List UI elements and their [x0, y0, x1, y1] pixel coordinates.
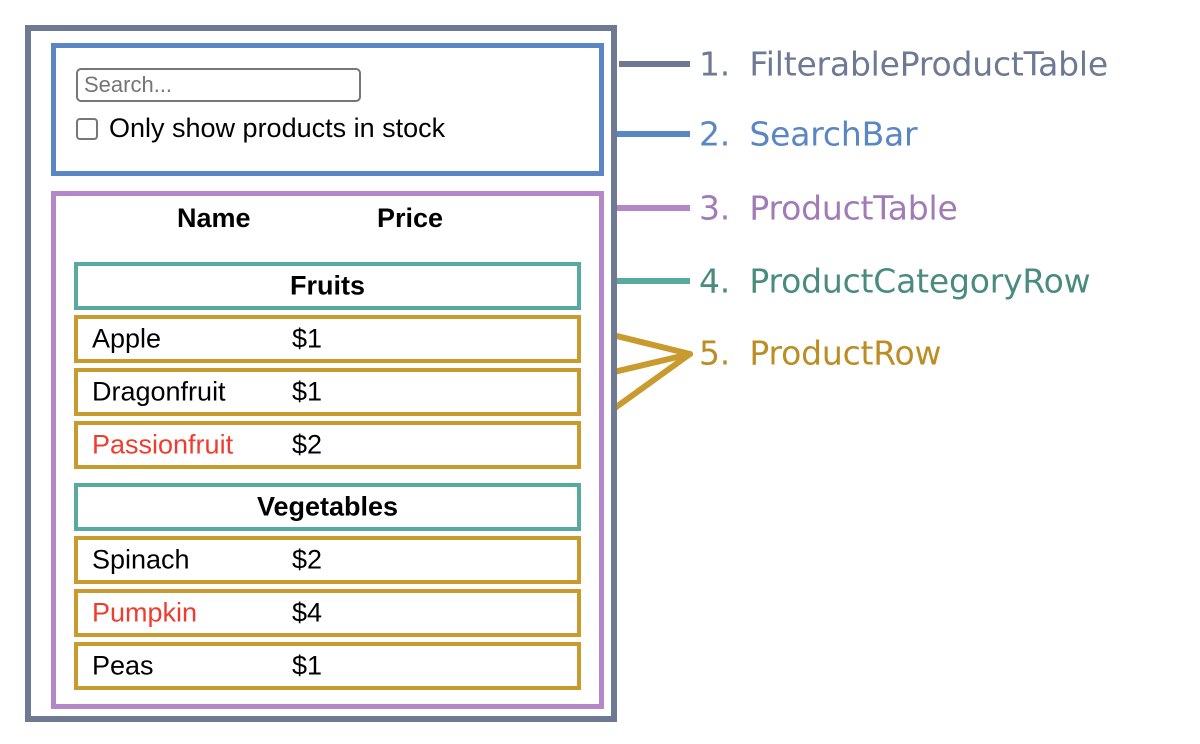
product-price: $4	[292, 597, 323, 628]
legend-index: 3.	[699, 188, 731, 228]
filterable-product-table: Only show products in stock Name Price F…	[25, 25, 617, 722]
product-row: Apple $1	[74, 315, 581, 363]
legend-index: 2.	[699, 114, 731, 154]
search-bar: Only show products in stock	[51, 43, 604, 176]
legend-item-search-bar: 2. SearchBar	[699, 114, 918, 154]
legend-index: 5.	[699, 333, 731, 373]
product-price: $2	[292, 544, 323, 575]
product-table: Name Price Fruits Apple $1 Dragonfruit $…	[51, 191, 604, 709]
legend-item-filterable-product-table: 1. FilterableProductTable	[699, 45, 1108, 84]
product-name: Spinach	[92, 544, 190, 575]
product-price: $1	[292, 650, 323, 681]
product-price: $1	[292, 376, 323, 407]
legend-name: ProductCategoryRow	[749, 261, 1091, 301]
product-name: Apple	[92, 323, 162, 354]
legend-item-product-row: 5. ProductRow	[699, 333, 942, 373]
category-label: Fruits	[289, 270, 365, 301]
legend-name: ProductRow	[749, 333, 942, 373]
product-row: Pumpkin $4	[74, 589, 581, 637]
legend-index: 4.	[699, 261, 731, 301]
stock-checkbox[interactable]	[76, 117, 98, 140]
stock-filter-row[interactable]: Only show products in stock	[76, 115, 445, 142]
product-price: $1	[292, 323, 323, 354]
product-row: Spinach $2	[74, 536, 581, 584]
stock-checkbox-label: Only show products in stock	[109, 113, 446, 143]
legend-name: ProductTable	[749, 188, 958, 228]
legend-index: 1.	[699, 44, 731, 84]
legend-name: SearchBar	[749, 114, 918, 154]
legend-name: FilterableProductTable	[749, 44, 1108, 84]
product-row: Passionfruit $2	[74, 421, 581, 469]
product-category-row: Vegetables	[74, 483, 581, 531]
category-label: Vegetables	[256, 491, 399, 522]
legend-item-product-category-row: 4. ProductCategoryRow	[699, 261, 1091, 301]
table-header-row: Name Price	[56, 202, 599, 246]
column-header-price: Price	[377, 203, 444, 233]
column-header-name: Name	[177, 203, 251, 233]
product-category-row: Fruits	[74, 262, 581, 310]
product-row: Peas $1	[74, 642, 581, 690]
product-name: Peas	[92, 650, 154, 681]
product-price: $2	[292, 429, 323, 460]
product-name: Pumpkin	[92, 597, 198, 628]
product-name: Dragonfruit	[92, 376, 226, 407]
search-input[interactable]	[76, 68, 361, 102]
table-body: Fruits Apple $1 Dragonfruit $1 Passionfr…	[74, 262, 581, 690]
product-name: Passionfruit	[92, 429, 234, 460]
product-row: Dragonfruit $1	[74, 368, 581, 416]
legend-item-product-table: 3. ProductTable	[699, 189, 958, 228]
